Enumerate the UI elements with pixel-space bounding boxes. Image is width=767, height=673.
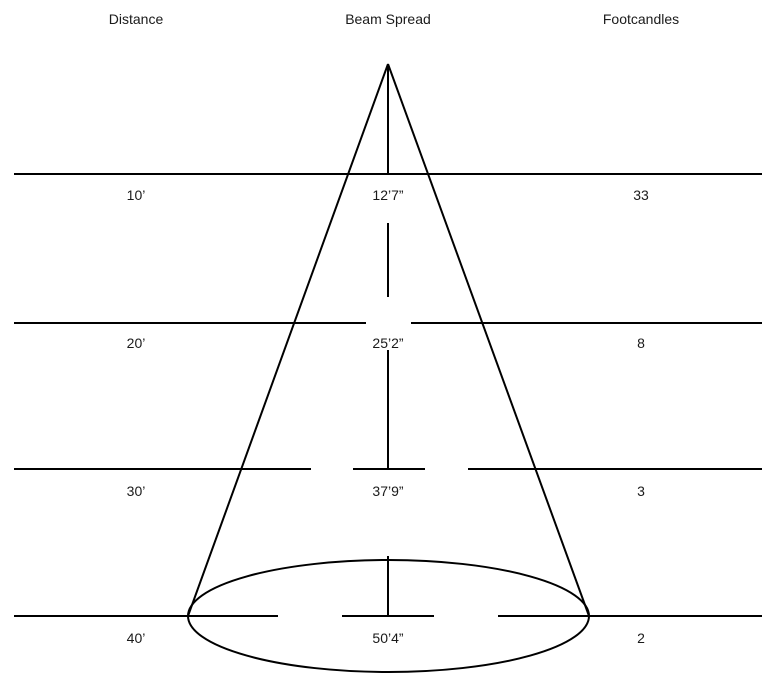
- row-footcandles: 3: [637, 483, 645, 499]
- row-40: 40’ 50’4” 2: [127, 630, 645, 646]
- row-footcandles: 2: [637, 630, 645, 646]
- header-footcandles: Footcandles: [603, 11, 679, 27]
- row-distance: 40’: [127, 630, 146, 646]
- row-beam-spread: 25’2”: [372, 335, 403, 351]
- row-distance: 10’: [127, 187, 146, 203]
- row-distance: 20’: [127, 335, 146, 351]
- row-distance: 30’: [127, 483, 146, 499]
- row-beam-spread: 50’4”: [372, 630, 403, 646]
- header-distance: Distance: [109, 11, 164, 27]
- cone-right-edge: [387, 63, 590, 617]
- row-footcandles: 8: [637, 335, 645, 351]
- row-20: 20’ 25’2” 8: [127, 335, 645, 351]
- row-footcandles: 33: [633, 187, 649, 203]
- row-10: 10’ 12’7” 33: [127, 187, 649, 203]
- header-beam-spread: Beam Spread: [345, 11, 431, 27]
- row-beam-spread: 37’9”: [372, 483, 403, 499]
- cone-left-edge: [187, 63, 389, 617]
- row-30: 30’ 37’9” 3: [127, 483, 645, 499]
- row-beam-spread: 12’7”: [372, 187, 403, 203]
